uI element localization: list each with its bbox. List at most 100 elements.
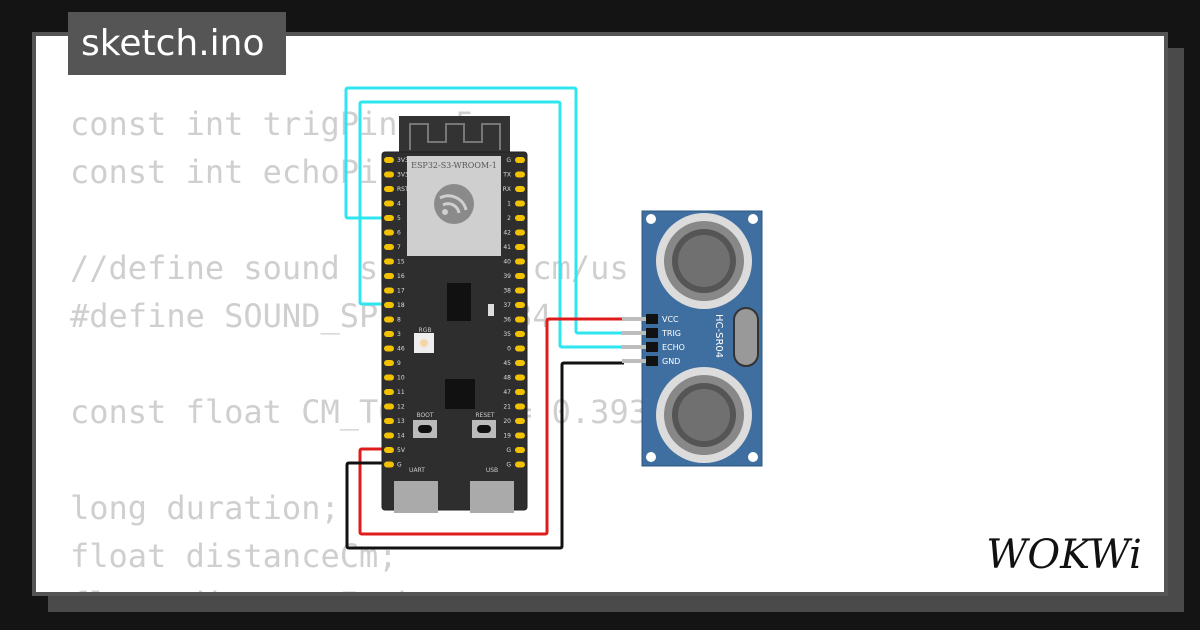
pin-label: 11 (397, 389, 405, 396)
pin-label: 14 (397, 433, 405, 440)
board-pin[interactable] (515, 316, 525, 323)
pin-label: G (506, 447, 511, 454)
board-pin[interactable] (515, 389, 525, 395)
board-pin[interactable] (384, 345, 394, 352)
board-pin[interactable] (384, 461, 394, 468)
board-pin[interactable] (384, 171, 394, 178)
sensor-pin[interactable] (646, 328, 658, 338)
pin-label: 12 (397, 404, 405, 411)
board-pin[interactable] (515, 374, 525, 381)
pin-label: 17 (397, 288, 405, 295)
pin-label: 3 (397, 331, 401, 338)
pin-label: 36 (503, 317, 511, 324)
sketch-filename-tab[interactable]: sketch.ino (68, 12, 286, 75)
board-pin[interactable] (515, 171, 525, 178)
uart-port[interactable] (394, 481, 438, 513)
code-line: long duration; (70, 489, 340, 527)
board-pin[interactable] (384, 215, 394, 221)
board-pin[interactable] (515, 418, 525, 424)
board-pin[interactable] (515, 287, 525, 294)
pin-label: 16 (397, 273, 405, 280)
board-pin[interactable] (515, 403, 525, 410)
pin-label: 38 (503, 288, 511, 295)
pin-label: 15 (397, 259, 405, 266)
board-pin[interactable] (384, 273, 394, 279)
wire-gnd[interactable] (345, 361, 624, 550)
board-pin[interactable] (515, 186, 525, 192)
sensor-pin-lead (622, 359, 646, 363)
board-pin[interactable] (384, 432, 394, 439)
sensor-pin-lead (622, 345, 646, 349)
code-line: float distanceCm; (70, 537, 398, 575)
board-pin[interactable] (515, 200, 525, 207)
board-pin[interactable] (384, 302, 394, 308)
board-pin[interactable] (384, 403, 394, 410)
pin-label: 8 (397, 317, 401, 324)
board-pin[interactable] (515, 258, 525, 265)
board-pin[interactable] (384, 157, 394, 163)
wire-vcc[interactable] (358, 317, 624, 536)
pin-label: 40 (503, 259, 511, 266)
sensor-pin[interactable] (646, 356, 658, 366)
boot-label: BOOT (416, 412, 433, 419)
board-pin[interactable] (515, 360, 525, 366)
board-pin[interactable] (515, 447, 525, 453)
pin-label: 5 (397, 215, 401, 222)
sensor-pin[interactable] (646, 314, 658, 324)
board-pin[interactable] (515, 345, 525, 352)
board-pin[interactable] (515, 229, 525, 236)
board-pin[interactable] (515, 302, 525, 308)
brand-text: WOKWi (986, 532, 1142, 576)
uart-label: UART (409, 467, 425, 474)
pin-label: 35 (503, 331, 511, 338)
board-pin[interactable] (384, 186, 394, 192)
board-pin[interactable] (384, 258, 394, 265)
pin-label: 20 (503, 418, 511, 425)
board-pin[interactable] (384, 374, 394, 381)
sensor-pin-label: GND (662, 357, 680, 366)
board-pin[interactable] (384, 389, 394, 395)
pin-label: 9 (397, 360, 401, 367)
pin-label: 37 (503, 302, 511, 309)
pin-label: G (506, 462, 511, 469)
wire-trig[interactable] (344, 86, 624, 335)
pin-label: 46 (397, 346, 405, 353)
pin-label: 19 (503, 433, 511, 440)
board-pin[interactable] (515, 461, 525, 468)
code-line: float distanceInch; (70, 580, 725, 592)
board-pin[interactable] (384, 244, 394, 250)
board-pin[interactable] (515, 273, 525, 279)
board-pin[interactable] (515, 432, 525, 439)
board-pin[interactable] (384, 418, 394, 424)
board-pin[interactable] (515, 215, 525, 221)
board-pin[interactable] (384, 229, 394, 236)
esp32-board[interactable]: ESP32-S3-WROOM-1 RGB BOOT RESET UART USB… (381, 116, 528, 513)
pin-label: 13 (397, 418, 405, 425)
board-pin[interactable] (384, 360, 394, 366)
board-pin[interactable] (384, 316, 394, 323)
sensor-pin-lead (622, 331, 646, 335)
board-pin[interactable] (384, 331, 394, 337)
pin-label: 5V (397, 447, 406, 454)
board-pin[interactable] (384, 287, 394, 294)
pin-label: 39 (503, 273, 511, 280)
board-pin[interactable] (515, 157, 525, 163)
usb-port[interactable] (470, 481, 514, 513)
sensor-pin[interactable] (646, 342, 658, 352)
mount-hole (646, 214, 656, 224)
board-pin[interactable] (384, 447, 394, 453)
board-pin[interactable] (384, 200, 394, 207)
wire-echo[interactable] (358, 100, 624, 349)
pin-label: TX (502, 172, 511, 179)
board-pin[interactable] (515, 244, 525, 250)
smd-component (488, 304, 494, 316)
pin-label: 21 (503, 404, 511, 411)
wires (344, 86, 624, 550)
usb-label: USB (486, 467, 498, 474)
board-pin[interactable] (515, 331, 525, 337)
mount-hole (748, 452, 758, 462)
pin-label: 3V3 (397, 157, 409, 164)
